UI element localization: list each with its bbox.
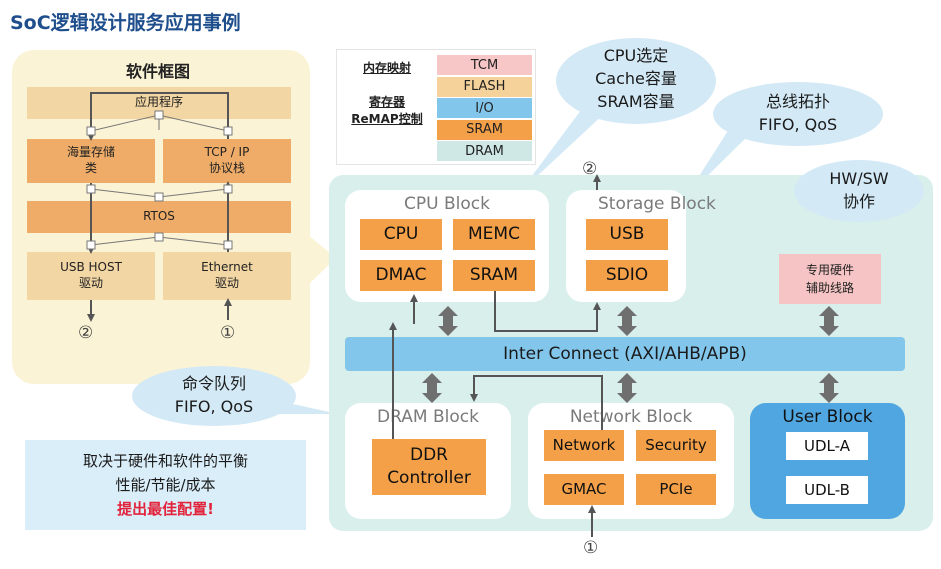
usb-host-driver-box: USB HOST 驱动	[27, 252, 155, 300]
dmac-box: DMAC	[360, 260, 442, 291]
software-diamond-upper	[90, 114, 229, 198]
bus-arrows	[422, 306, 839, 403]
pcie-box: PCIe	[636, 474, 716, 505]
hwsw-callout-bubble	[794, 160, 924, 222]
bus-callout-bubble	[713, 82, 883, 146]
dedicated-hardware-box: 专用硬件 辅助线路	[779, 254, 881, 304]
rtos-box: RTOS	[27, 201, 291, 233]
marker-1-software: ①	[220, 323, 236, 343]
conclusion-highlight: 提出最佳配置!	[117, 500, 214, 518]
sdio-box: SDIO	[586, 260, 668, 291]
hwsw-callout-text: HW/SW 协作	[829, 169, 889, 212]
memory-map-label: 内存映射	[362, 61, 411, 75]
rtos-label: RTOS	[143, 209, 175, 224]
gmac-box: GMAC	[544, 474, 624, 505]
cpu-callout-bubble	[556, 38, 716, 124]
queue-callout-bubble	[132, 366, 296, 426]
dram-bus-arrow	[422, 373, 442, 403]
software-panel-pointer	[308, 235, 336, 285]
conclusion-line-2: 性能/节能/成本	[115, 476, 216, 494]
network-bus-arrow	[617, 373, 637, 403]
usb-box: USB	[586, 219, 668, 250]
tcpip-stack-box: TCP / IP 协议栈	[163, 139, 291, 183]
cpu-block-title: CPU Block	[404, 194, 490, 214]
network-box: Network	[544, 430, 624, 461]
storage-block-title: Storage Block	[598, 194, 716, 214]
mass-storage-box: 海量存储 类	[27, 139, 155, 183]
marker-2-software: ②	[78, 323, 94, 343]
bus-callout-text: 总线拓扑 FIFO, QoS	[758, 92, 838, 135]
software-framework-title: 软件框图	[125, 62, 190, 81]
queue-callout-text: 命令队列 FIFO, QoS	[174, 374, 254, 417]
application-label: 应用程序	[134, 95, 183, 110]
sram-storage-link	[494, 291, 601, 332]
dedicated-bus-arrow	[819, 306, 839, 336]
register-remap-label: 寄存器 ReMAP控制	[351, 95, 423, 126]
ethernet-driver-box: Ethernet 驱动	[163, 252, 291, 300]
security-box: Security	[636, 430, 716, 461]
udl-b-box: UDL-B	[786, 476, 868, 504]
memory-map-item-sram: SRAM	[437, 119, 532, 140]
storage-bus-arrow	[617, 306, 637, 336]
user-block-title: User Block	[782, 407, 873, 427]
memc-box: MEMC	[453, 219, 535, 250]
conclusion-box: 取决于硬件和软件的平衡 性能/节能/成本 提出最佳配置!	[25, 440, 306, 530]
page-title: SoC逻辑设计服务应用事例	[10, 12, 241, 34]
memory-map-item-io: I/O	[437, 98, 532, 118]
marker-1-network: ①	[583, 538, 599, 558]
network-dram-link	[470, 375, 603, 430]
sram-box: SRAM	[453, 260, 535, 291]
network-block-title: Network Block	[569, 407, 693, 427]
software-diamond-nodes	[86, 110, 233, 250]
cpu-callout-tail	[520, 98, 606, 192]
user-bus-arrow	[819, 373, 839, 403]
conclusion-line-1: 取决于硬件和软件的平衡	[82, 452, 248, 470]
app-storage-flow	[87, 92, 229, 141]
cpu-bus-arrow	[438, 306, 458, 336]
cpu-box: CPU	[360, 219, 442, 250]
memory-map-item-tcm: TCM	[437, 55, 532, 75]
memory-map-item-flash: FLASH	[437, 76, 532, 97]
memory-map-item-dram: DRAM	[437, 141, 532, 161]
ddr-controller-box: DDR Controller	[372, 439, 486, 495]
dram-block-title: DRAM Block	[377, 407, 479, 427]
udl-a-box: UDL-A	[786, 432, 868, 460]
interconnect-bus: Inter Connect (AXI/AHB/APB)	[345, 337, 905, 371]
cpu-callout-text: CPU选定 Cache容量 SRAM容量	[595, 46, 677, 112]
